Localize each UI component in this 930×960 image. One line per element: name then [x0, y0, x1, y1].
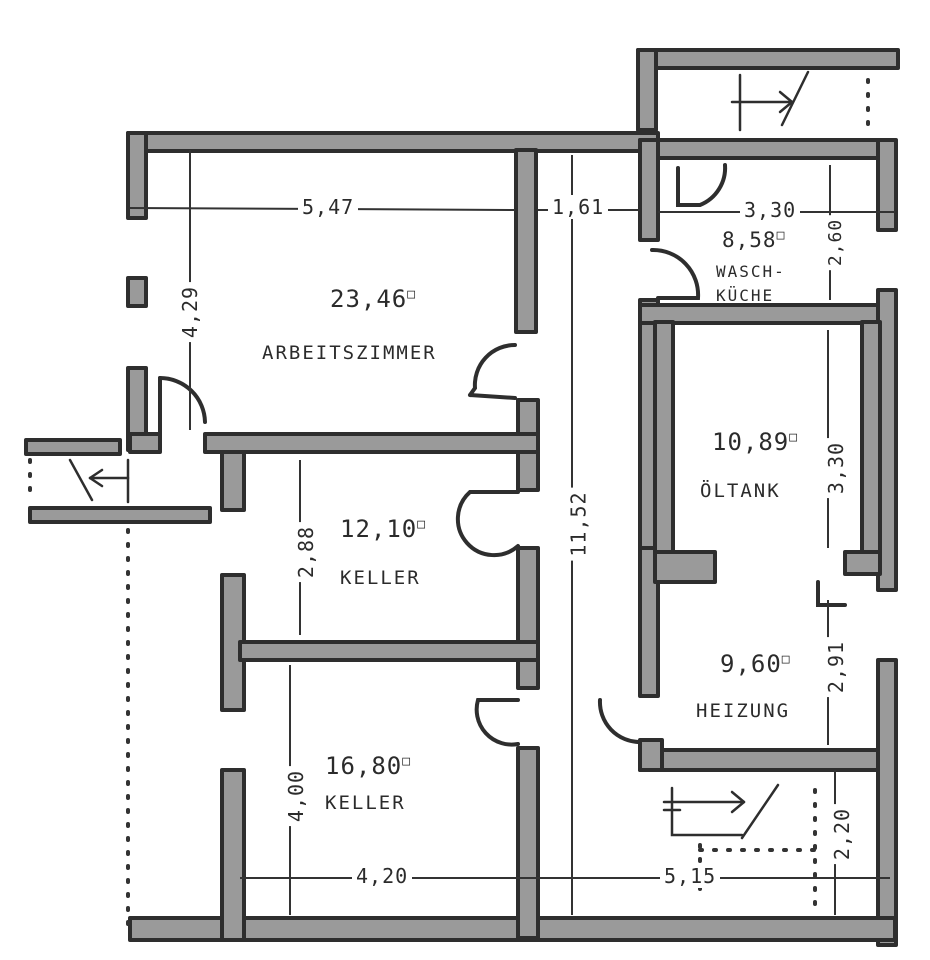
- heizung-depth: 2,91: [824, 636, 849, 698]
- doors: [158, 163, 847, 747]
- bottom-stair: [662, 783, 822, 912]
- keller2-area: 16,80□: [325, 752, 412, 780]
- keller2-depth: 4,00: [284, 765, 309, 827]
- oeltank-area: 10,89□: [712, 428, 799, 456]
- corridor-width: 1,61: [548, 195, 609, 219]
- oeltank-depth: 3,30: [824, 437, 849, 499]
- heizung-area: 9,60□: [720, 650, 791, 678]
- waschkueche-name-2: KÜCHE: [716, 286, 775, 305]
- arbeitszimmer-area: 23,46□: [330, 285, 417, 313]
- arbeitszimmer-name: ARBEITSZIMMER: [262, 342, 437, 364]
- waschkueche-width: 3,30: [740, 198, 801, 222]
- top-stair-annex: [636, 48, 900, 137]
- arbeitszimmer-depth: 4,29: [178, 281, 203, 343]
- oeltank-name: ÖLTANK: [700, 480, 781, 502]
- stair-depth: 2,20: [830, 803, 855, 865]
- corridor-length: 11,52: [566, 487, 591, 561]
- waschkueche-area: 8,58□: [722, 228, 786, 252]
- keller1-name: KELLER: [340, 567, 421, 589]
- keller1-depth: 2,88: [294, 521, 319, 583]
- arbeitszimmer-width: 5,47: [298, 195, 359, 219]
- keller2-width: 4,20: [352, 864, 413, 888]
- keller1-area: 12,10□: [340, 515, 427, 543]
- heizung-name: HEIZUNG: [696, 700, 791, 722]
- interior-walls: [128, 138, 882, 940]
- keller2-name: KELLER: [325, 792, 406, 814]
- left-stair-entrance: [24, 438, 212, 932]
- exterior-walls: [126, 131, 898, 947]
- waschkueche-name-1: WASCH-: [716, 262, 786, 281]
- waschkueche-depth: 2,60: [825, 214, 847, 271]
- bottom-right-width: 5,15: [660, 864, 721, 888]
